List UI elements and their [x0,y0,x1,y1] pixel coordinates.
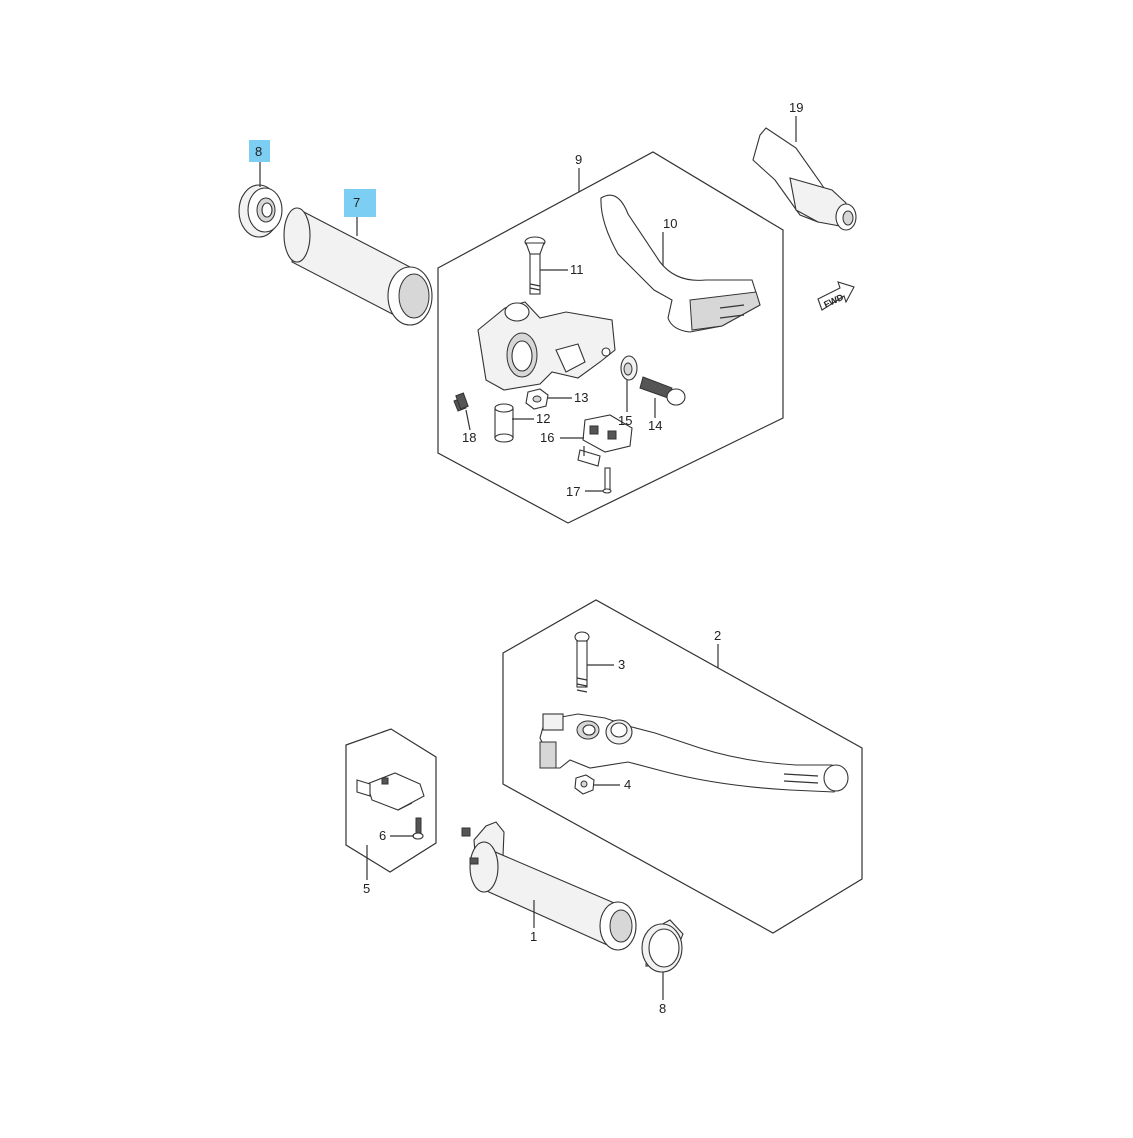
part-10-lever[interactable] [600,194,761,333]
callout-4[interactable]: 4 [624,777,631,792]
callout-16[interactable]: 16 [540,430,554,445]
part-4-nut[interactable] [574,774,595,795]
callout-5[interactable]: 5 [363,881,370,896]
callout-9[interactable]: 9 [575,152,582,167]
fwd-arrow-icon: FWD [817,281,855,311]
highlight-box-7 [344,189,376,217]
part-15-washer[interactable] [620,355,638,381]
callout-11[interactable]: 11 [570,262,584,277]
part-8-end-cap-lower[interactable] [641,919,684,973]
part-17-screw[interactable] [602,467,612,494]
part-1-throttle-grip[interactable] [461,821,637,951]
part-8-end-cap-upper[interactable] [238,184,283,238]
callout-12[interactable]: 12 [536,411,550,426]
part-14-adjuster[interactable] [639,376,686,406]
part-11-pivot-bolt[interactable] [524,236,546,295]
part-13-nut[interactable] [525,388,549,410]
part-18-screw[interactable] [453,392,469,412]
assembly-2-outline [502,599,863,934]
leader-lines [259,116,797,1000]
callout-15[interactable]: 15 [618,413,632,428]
assembly-5-outline [345,728,437,873]
part-5-switch[interactable] [356,772,425,811]
highlight-box-8 [249,140,270,162]
callout-19[interactable]: 19 [789,100,803,115]
callout-8-upper[interactable]: 8 [255,144,262,159]
part-19-cover[interactable] [752,127,857,231]
callout-7[interactable]: 7 [353,195,360,210]
callout-17[interactable]: 17 [566,484,580,499]
callout-14[interactable]: 14 [648,418,662,433]
assembly-9-outline [437,151,784,524]
callout-18[interactable]: 18 [462,430,476,445]
callout-1[interactable]: 1 [530,929,537,944]
part-12-collar[interactable] [494,403,514,443]
callout-3[interactable]: 3 [618,657,625,672]
part-6-screw[interactable] [412,817,424,840]
callout-6[interactable]: 6 [379,828,386,843]
part-2-lever[interactable] [539,713,849,793]
part-7-grip[interactable] [283,207,433,326]
part-16-switch[interactable] [577,414,633,467]
callout-labels: 8 7 9 10 19 11 13 12 15 14 18 16 17 2 3 … [249,100,803,1016]
callout-10[interactable]: 10 [663,216,677,231]
callout-13[interactable]: 13 [574,390,588,405]
lever-holder[interactable] [477,301,616,391]
callout-8-lower[interactable]: 8 [659,1001,666,1016]
part-3-pivot-bolt[interactable] [574,631,590,693]
callout-2[interactable]: 2 [714,628,721,643]
